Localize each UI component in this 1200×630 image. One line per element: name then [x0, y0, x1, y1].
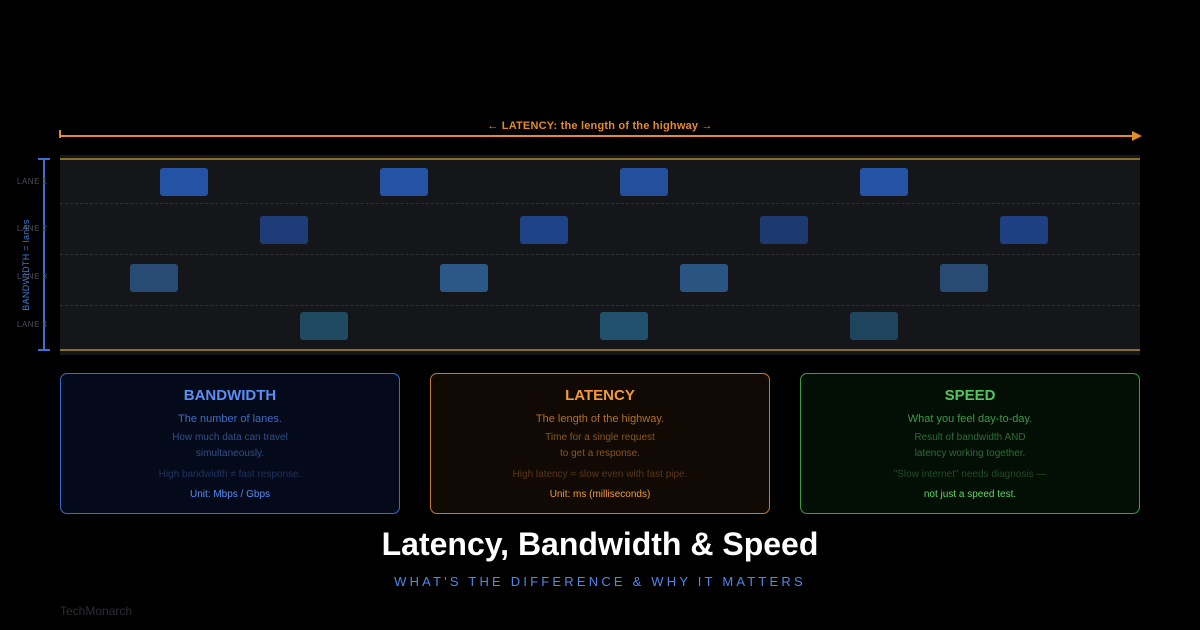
lane-divider [60, 305, 1140, 306]
car [940, 264, 988, 292]
card-description: Result of bandwidth AND latency working … [841, 430, 1099, 462]
car [260, 216, 308, 244]
bandwidth-label: BANDWIDTH = lanes [21, 219, 31, 311]
car [160, 168, 208, 196]
card-note: High latency = slow even with fast pipe. [512, 469, 688, 480]
card-description-line: to get a response. [559, 448, 641, 459]
card-subtitle: What you feel day-to-day. [907, 413, 1033, 425]
lane-label: LANE 1 [17, 177, 48, 186]
card-description-line: latency working together. [914, 448, 1026, 459]
lane-divider [60, 254, 1140, 255]
car [860, 168, 908, 196]
card-note: High bandwidth ≠ fast response. [158, 469, 302, 480]
lane-label: LANE 4 [17, 320, 48, 329]
lane-label: LANE 3 [17, 272, 48, 281]
bandwidth-bracket [38, 158, 50, 351]
bracket-line [43, 158, 45, 351]
car [760, 216, 808, 244]
bandwidth-card: BANDWIDTH The number of lanes. How much … [60, 373, 400, 514]
card-title: BANDWIDTH [183, 387, 277, 404]
latency-arrow-start [59, 130, 61, 138]
card-unit: not just a speed test. [923, 489, 1017, 500]
card-description-line: How much data can travel [172, 432, 288, 443]
card-description-line: Result of bandwidth AND [914, 432, 1026, 443]
page-title: Latency, Bandwidth & Speed [381, 526, 819, 562]
card-description-line: simultaneously. [195, 448, 265, 459]
latency-arrow [59, 120, 1142, 144]
card-subtitle: The number of lanes. [178, 413, 282, 425]
lane-divider [60, 203, 1140, 204]
car [300, 312, 348, 340]
car [680, 264, 728, 292]
car [130, 264, 178, 292]
car [850, 312, 898, 340]
highway-top-edge [60, 158, 1140, 160]
highway-bottom-edge [60, 349, 1140, 351]
car [520, 216, 568, 244]
brand-logo: TechMonarch [60, 604, 133, 618]
bracket-bottom [38, 349, 50, 351]
card-unit: Unit: ms (milliseconds) [549, 489, 651, 500]
latency-card: LATENCY The length of the highway. Time … [430, 373, 770, 514]
car [620, 168, 668, 196]
card-description-line: Time for a single request [545, 432, 655, 443]
car [1000, 216, 1048, 244]
card-title: LATENCY [565, 387, 635, 404]
latency-arrow-line [59, 135, 1134, 137]
car [600, 312, 648, 340]
card-description: Time for a single request to get a respo… [471, 430, 729, 462]
page-subtitle: WHAT'S THE DIFFERENCE & WHY IT MATTERS [394, 574, 806, 589]
card-unit: Unit: Mbps / Gbps [189, 489, 271, 500]
arrow-right-icon [1132, 131, 1142, 141]
lane-label: LANE 2 [17, 224, 48, 233]
latency-label: ← LATENCY: the length of the highway → [487, 120, 713, 132]
car [440, 264, 488, 292]
car [380, 168, 428, 196]
card-note: "Slow internet" needs diagnosis — [893, 469, 1047, 480]
card-subtitle: The length of the highway. [535, 413, 665, 425]
speed-card: SPEED What you feel day-to-day. Result o… [800, 373, 1140, 514]
card-description: How much data can travel simultaneously. [101, 430, 359, 462]
card-title: SPEED [944, 387, 996, 404]
highway: LANE 1 LANE 2 LANE 3 LANE 4 [17, 155, 1140, 355]
